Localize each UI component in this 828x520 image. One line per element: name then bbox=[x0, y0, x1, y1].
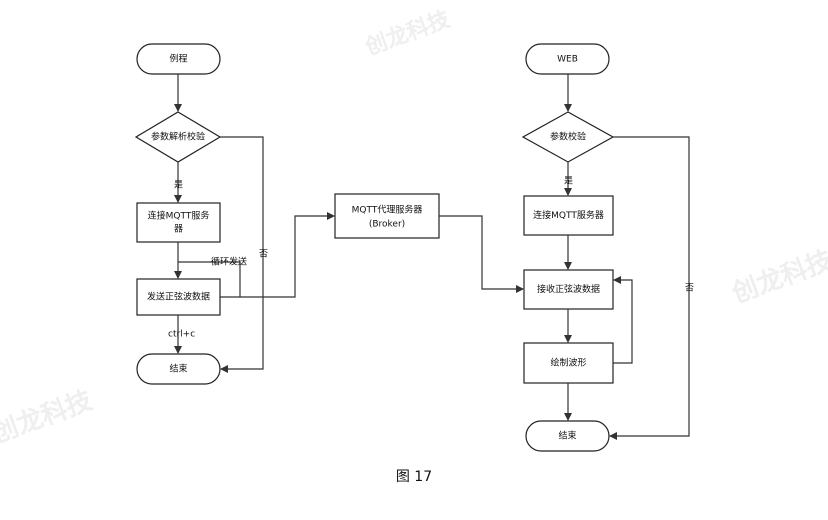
left-send-label: 发送正弦波数据 bbox=[147, 291, 210, 303]
right-start-label: WEB bbox=[557, 55, 578, 65]
figure-caption: 图 17 bbox=[395, 469, 433, 485]
right-connect-label: 连接MQTT服务器 bbox=[533, 209, 604, 221]
edge-left-ctrl-label: ctrl+c bbox=[168, 330, 195, 340]
edge-broker-to-receive bbox=[439, 215, 524, 293]
right-receive-node bbox=[523, 269, 614, 310]
right-decision-label: 参数校验 bbox=[550, 131, 586, 143]
right-receive-label: 接收正弦波数据 bbox=[537, 283, 600, 295]
edge-right-no-label: 否 bbox=[685, 283, 694, 294]
watermark-right: 创龙科技 bbox=[727, 246, 828, 310]
edge-send-to-broker bbox=[220, 212, 335, 298]
edge-right-yes-label: 是 bbox=[564, 176, 573, 187]
edge-right-draw-loop bbox=[613, 276, 633, 364]
edge-left-yes-label: 是 bbox=[174, 180, 183, 191]
edge-right-no bbox=[609, 136, 690, 440]
edge-left-loop-label: 循环发送 bbox=[211, 256, 247, 268]
right-connect-node bbox=[523, 195, 614, 236]
edge-left-no bbox=[220, 136, 264, 373]
left-connect-label-1: 连接MQTT服务 bbox=[148, 210, 210, 222]
left-connect-label-2: 器 bbox=[174, 224, 183, 235]
broker-label-2: (Broker) bbox=[369, 220, 405, 230]
left-connect-node bbox=[136, 202, 221, 243]
right-end-label: 结束 bbox=[558, 430, 576, 442]
edge-left-loop bbox=[178, 261, 241, 297]
right-draw-label: 绘制波形 bbox=[550, 357, 586, 369]
left-start-label: 例程 bbox=[169, 53, 187, 65]
watermark-top: 创龙科技 bbox=[361, 7, 454, 61]
broker-node bbox=[334, 193, 440, 239]
broker-label-1: MQTT代理服务器 bbox=[352, 204, 423, 216]
watermark-left: 创龙科技 bbox=[0, 386, 96, 450]
left-decision-label: 参数解析校验 bbox=[151, 131, 205, 143]
edge-left-no-label: 否 bbox=[259, 249, 268, 260]
left-end-label: 结束 bbox=[169, 363, 187, 375]
